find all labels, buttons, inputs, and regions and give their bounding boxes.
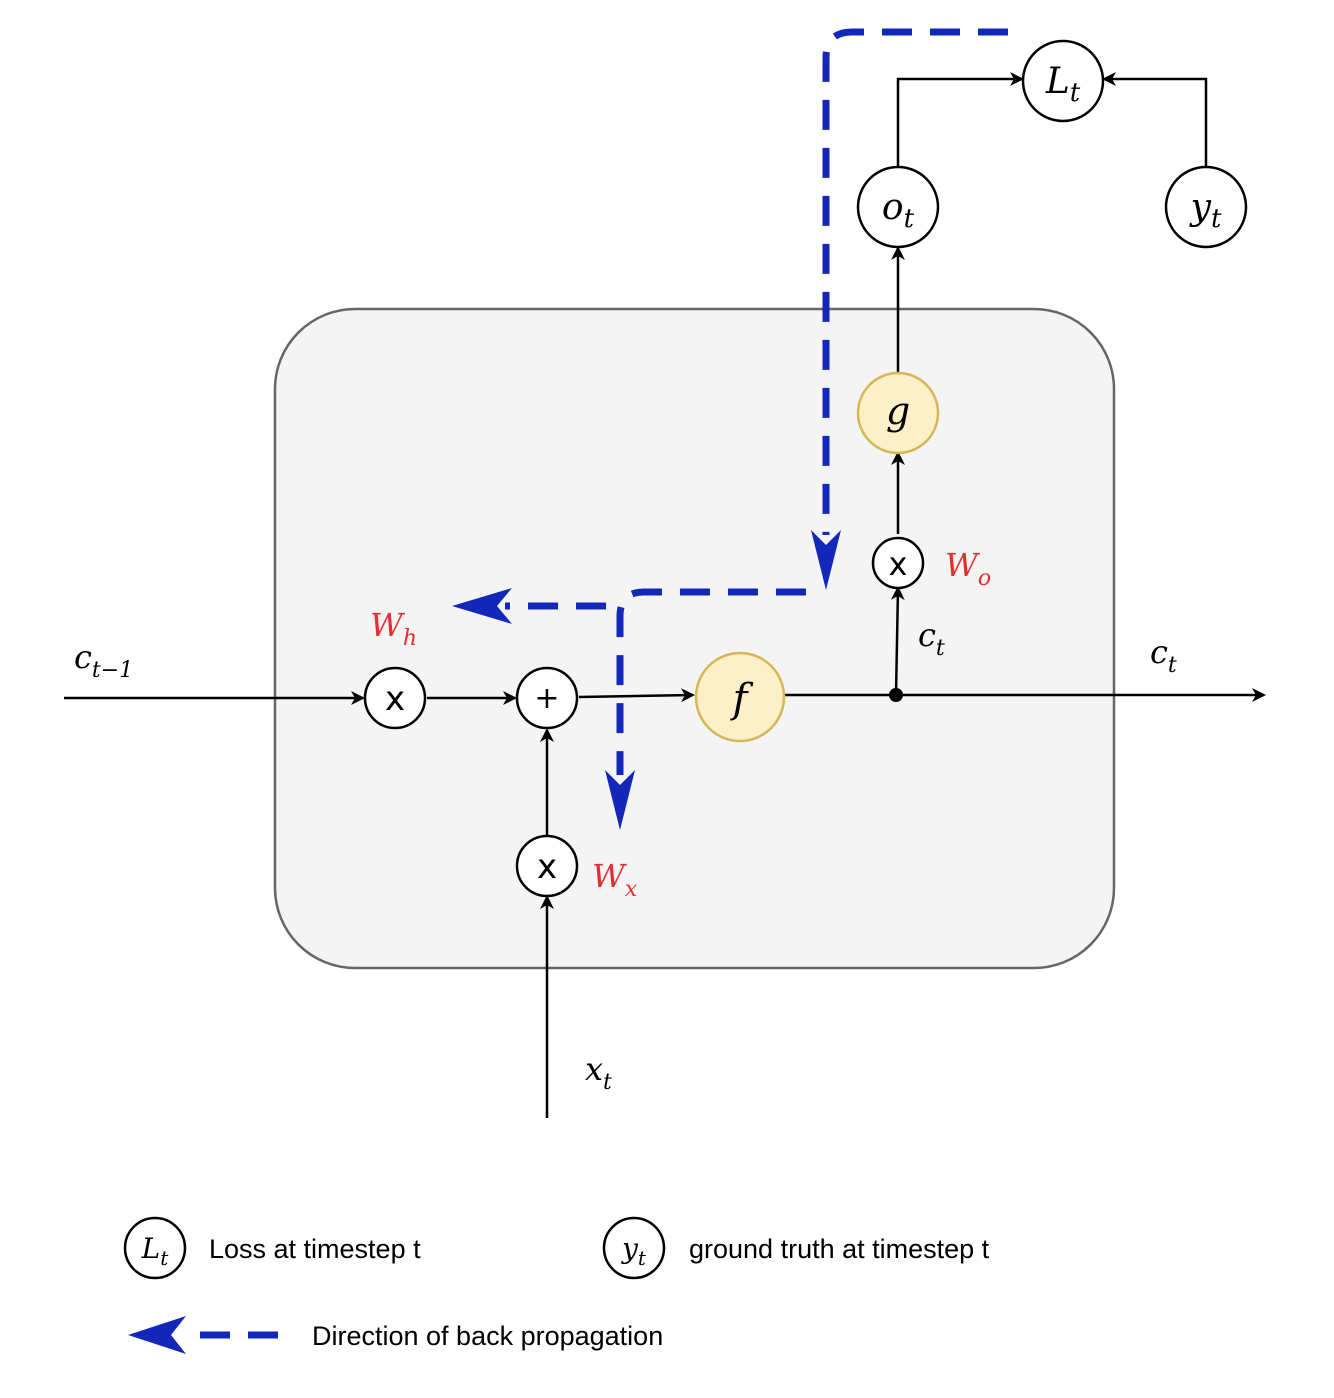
c-t-output-label: ct <box>1150 633 1177 678</box>
legend: Lt Loss at timestep t yt ground truth at… <box>123 1216 990 1354</box>
backprop-arrowhead-left-wh <box>452 588 512 624</box>
w-h-label: Wh <box>370 606 417 651</box>
arrow-c-t-to-mult-o <box>890 586 905 696</box>
loss-node <box>1021 39 1105 123</box>
backprop-arrowheads <box>452 530 841 830</box>
backprop-path-left <box>616 588 806 775</box>
mult-x-node <box>515 834 579 898</box>
output-node <box>856 165 940 249</box>
add-node <box>515 666 579 730</box>
truth-label: yt <box>1189 187 1222 234</box>
legend-truth-symbol <box>602 1216 666 1280</box>
mult-o-label: x <box>889 545 908 583</box>
backprop-arrowhead-down-wx <box>605 770 635 830</box>
g-activation-label: g <box>886 389 910 433</box>
forward-connectors <box>64 72 1266 1118</box>
w-x-label: Wx <box>592 857 638 902</box>
backprop-paths <box>505 28 1008 775</box>
g-activation-node <box>856 371 940 455</box>
mult-x-label: x <box>537 847 557 887</box>
w-o-label: Wo <box>945 546 991 591</box>
legend-backprop-text: Direction of back propagation <box>312 1321 663 1351</box>
c-prev-label: ct−1 <box>74 638 133 683</box>
legend-loss-symbol <box>123 1216 187 1280</box>
legend-backprop-arrowhead <box>128 1316 186 1354</box>
variable-labels: ct−1 ct ct xt Wh Wx Wo <box>74 546 1177 1095</box>
c-t-branch-label: ct <box>918 616 945 661</box>
junction-dot <box>889 688 903 702</box>
mult-o-node <box>871 536 925 590</box>
mult-h-label: x <box>385 679 405 719</box>
arrow-y-to-loss <box>1102 72 1208 168</box>
arrow-o-to-loss <box>896 72 1024 168</box>
legend-truth-text: ground truth at timestep t <box>689 1234 990 1264</box>
f-activation-node <box>694 651 786 743</box>
output-label: ot <box>882 187 915 234</box>
legend-loss-symbol-label: Lt <box>141 1232 170 1270</box>
truth-node <box>1164 165 1248 249</box>
x-t-label: xt <box>585 1050 612 1095</box>
legend-truth-symbol-label: yt <box>620 1232 647 1270</box>
loss-label: Lt <box>1045 61 1081 108</box>
mult-h-node <box>363 666 427 730</box>
rnn-cell <box>273 307 1116 970</box>
legend-loss-text: Loss at timestep t <box>209 1234 421 1264</box>
backprop-arrowhead-down-main <box>811 530 841 590</box>
nodes: x + x x f g ot yt Lt <box>363 39 1248 898</box>
arrow-add-to-f <box>578 688 695 703</box>
backprop-path-main <box>822 28 1008 535</box>
add-label: + <box>534 681 559 716</box>
